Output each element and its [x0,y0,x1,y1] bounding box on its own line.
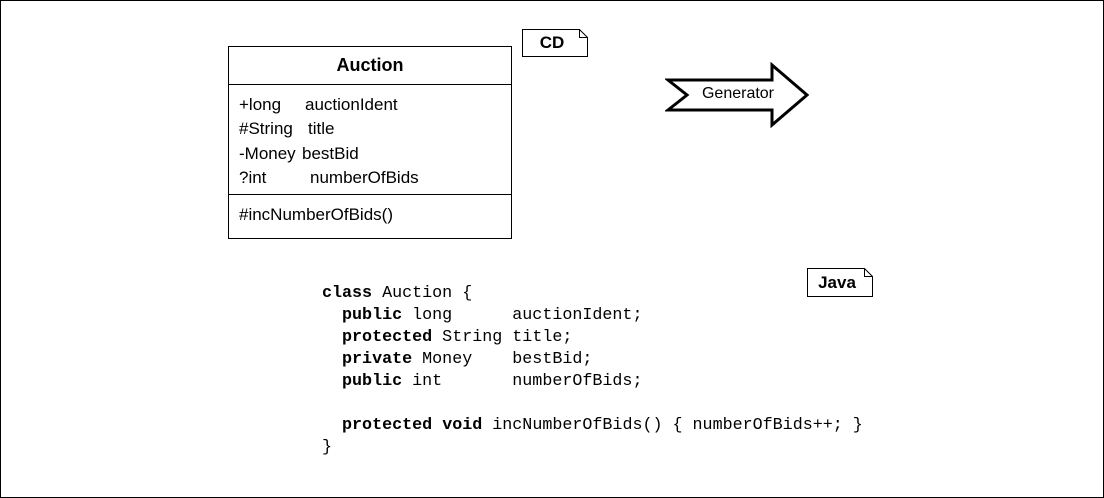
code-keyword: protected [342,328,433,347]
java-code-block: class Auction { public long auctionIdent… [322,283,863,459]
cd-tag-label: CD [539,33,565,52]
method-row: #incNumberOfBids() [239,205,393,224]
arrow-icon [663,61,810,129]
attribute-name: numberOfBids [310,167,419,187]
attribute-name: auctionIdent [305,95,398,114]
generator-label: Generator [701,85,775,102]
code-text [432,416,442,435]
java-tag: Java [807,268,873,297]
attribute-name: bestBid [302,143,359,163]
code-line: class Auction { [322,283,863,305]
attribute-row: -Money bestBid [239,142,511,166]
folded-note-icon [522,29,588,57]
java-tag-label: Java [818,273,856,292]
code-text: incNumberOfBids() { numberOfBids++; } [482,416,863,435]
code-line: protected void incNumberOfBids() { numbe… [322,415,863,437]
code-keyword: void [442,416,483,435]
code-text [322,350,342,369]
code-text: int numberOfBids; [402,372,643,391]
code-text [322,372,342,391]
code-keyword: public [342,372,403,391]
cd-tag: CD [522,29,588,57]
code-keyword: protected [342,416,433,435]
attribute-type: ?int [239,167,267,187]
folded-note-icon [807,268,873,297]
attribute-name: title [308,119,335,139]
attribute-type: +long [239,95,282,114]
code-line: protected String title; [322,327,863,349]
attribute-type: #String [239,119,293,139]
code-text [322,306,342,325]
code-line: private Money bestBid; [322,349,863,371]
code-text: } [322,438,333,457]
code-keyword: class [322,284,373,303]
attribute-row: +long auctionIdent [239,93,511,117]
generator-arrow: Generator [663,61,810,129]
attribute-compartment: +long auctionIdent #String title -Money … [229,85,511,195]
code-text: Auction { [372,284,473,303]
code-text: String title; [432,328,573,347]
method-compartment: #incNumberOfBids() [229,195,511,227]
class-name: Auction [229,47,511,85]
code-text [322,328,342,347]
code-text: long auctionIdent; [402,306,643,325]
code-keyword: public [342,306,403,325]
code-keyword: private [342,350,413,369]
code-line: } [322,437,863,459]
code-text [322,416,342,435]
attribute-row: #String title [239,117,511,141]
code-line: public long auctionIdent; [322,305,863,327]
code-line: public int numberOfBids; [322,371,863,393]
code-line [322,393,863,415]
uml-class-box: Auction +long auctionIdent #String title… [228,46,512,239]
code-text: Money bestBid; [412,350,593,369]
attribute-type: -Money [239,143,296,163]
attribute-row: ?int numberOfBids [239,166,511,190]
